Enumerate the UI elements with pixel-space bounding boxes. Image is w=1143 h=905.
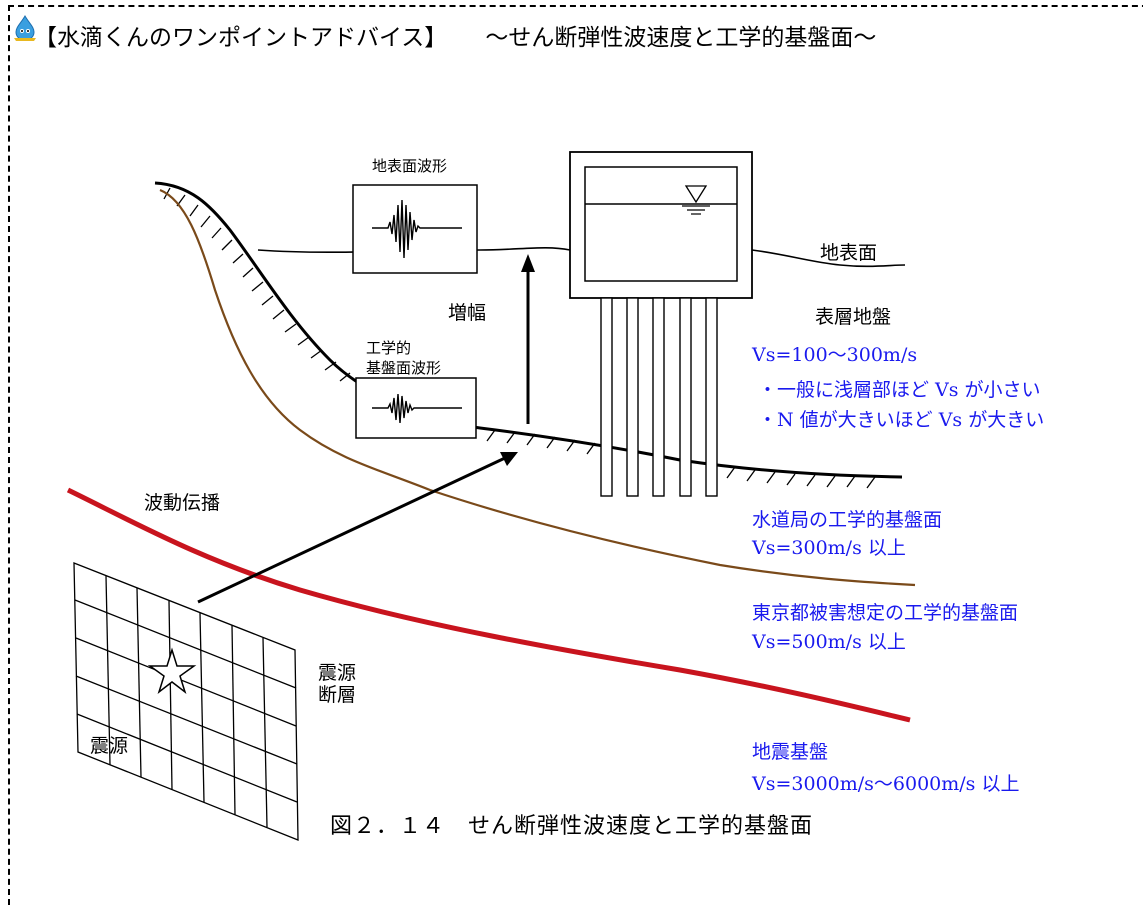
bedrock-vs-note: Vs=3000m/s～6000m/s 以上 bbox=[752, 773, 1020, 795]
engineering-waveform-label-2: 基盤面波形 bbox=[366, 359, 442, 377]
engineering-waveform bbox=[372, 393, 462, 424]
bullet-nvalue-note: ・N 値が大きいほど Vs が大きい bbox=[758, 409, 1045, 431]
structure-inner bbox=[584, 166, 738, 282]
tokyo-vs-note: Vs=500m/s 以上 bbox=[752, 631, 906, 653]
bullet-shallow-note: ・一般に浅層部ほど Vs が小さい bbox=[758, 379, 1041, 401]
header-subtitle: ～せん断弾性波速度と工学的基盤面～ bbox=[485, 25, 877, 51]
hypocenter-label: 震源 bbox=[90, 735, 129, 757]
propagation-arrow bbox=[197, 456, 506, 604]
source-fault-label-1: 震源 bbox=[318, 662, 357, 684]
tokyo-base-note: 東京都被害想定の工学的基盤面 bbox=[752, 602, 1019, 624]
hatch-marks bbox=[163, 187, 876, 489]
surface-waveform-label: 地表面波形 bbox=[372, 157, 448, 175]
tokyo-base-line bbox=[159, 188, 916, 587]
amplification-label: 増幅 bbox=[448, 302, 487, 324]
water-level-symbol bbox=[684, 185, 708, 204]
header-title: 【水滴くんのワンポイントアドバイス】 bbox=[34, 25, 448, 51]
bedrock-note: 地震基盤 bbox=[752, 741, 829, 763]
water-drop-mascot-icon bbox=[14, 14, 36, 41]
surface-vs-note: Vs=100～300m/s bbox=[752, 344, 918, 366]
waterworks-base-note: 水道局の工学的基盤面 bbox=[752, 509, 943, 531]
engineering-waveform-label-1: 工学的 bbox=[366, 339, 412, 357]
hypocenter-star-icon bbox=[147, 647, 197, 695]
surface-waveform bbox=[372, 199, 462, 259]
figure-caption: 図２．１４ せん断弾性波速度と工学的基盤面 bbox=[329, 814, 813, 839]
source-fault-label-2: 断層 bbox=[318, 684, 357, 706]
wave-propagation-label: 波動伝播 bbox=[144, 492, 221, 514]
amplification-arrow-head bbox=[521, 254, 535, 272]
ground-surface-label: 地表面 bbox=[820, 242, 878, 264]
page-header: 【水滴くんのワンポイントアドバイス】 ～せん断弾性波速度と工学的基盤面～ bbox=[34, 18, 876, 52]
dashed-frame bbox=[8, 5, 1143, 905]
piles bbox=[600, 297, 718, 497]
diagram-drawing bbox=[66, 151, 916, 841]
fault-grid bbox=[73, 562, 299, 841]
bedrock-line bbox=[66, 487, 911, 723]
propagation-arrow-head bbox=[500, 452, 518, 466]
waterworks-vs-note: Vs=300m/s 以上 bbox=[752, 537, 906, 559]
surface-layer-label: 表層地盤 bbox=[815, 306, 892, 328]
